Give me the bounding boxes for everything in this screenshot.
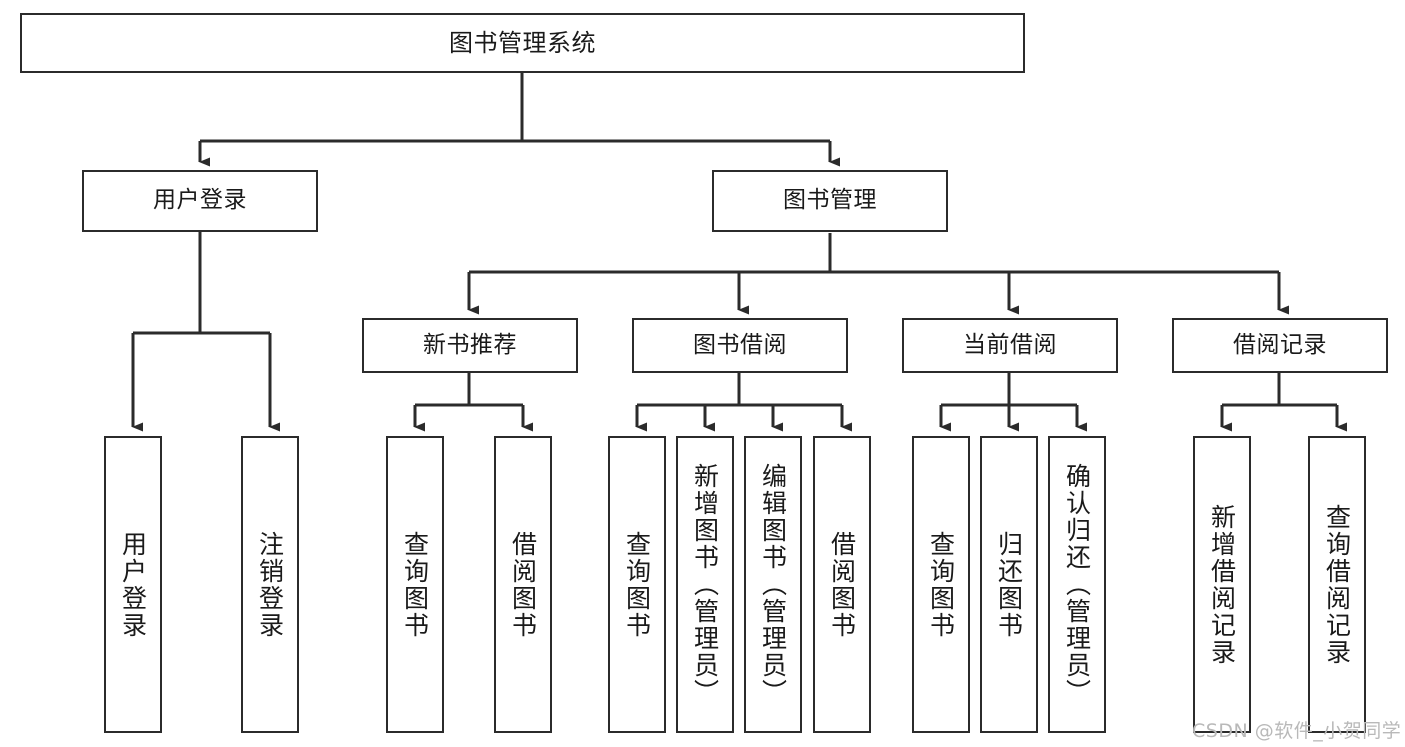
- node-leaf-current-confirm-return[interactable]: 确认归还（管理员）: [1048, 436, 1106, 733]
- node-root-system[interactable]: 图书管理系统: [20, 13, 1025, 73]
- node-borrow-record-label: 借阅记录: [1233, 331, 1327, 358]
- node-user-login[interactable]: 用户登录: [82, 170, 318, 232]
- node-leaf-recommend-borrow-book-label: 借阅图书: [508, 530, 538, 639]
- node-leaf-current-query-book[interactable]: 查询图书: [912, 436, 970, 733]
- node-leaf-current-query-book-label: 查询图书: [926, 530, 956, 639]
- node-leaf-borrow-query-book-label: 查询图书: [622, 530, 652, 639]
- node-current-borrow[interactable]: 当前借阅: [902, 318, 1118, 373]
- node-leaf-user-login[interactable]: 用户登录: [104, 436, 162, 733]
- node-new-book-recommend-label: 新书推荐: [423, 331, 517, 358]
- node-book-borrow[interactable]: 图书借阅: [632, 318, 848, 373]
- node-leaf-borrow-lend-book[interactable]: 借阅图书: [813, 436, 871, 733]
- node-leaf-current-confirm-return-label: 确认归还（管理员）: [1062, 463, 1092, 706]
- node-leaf-borrow-lend-book-label: 借阅图书: [827, 530, 857, 639]
- node-leaf-recommend-query-book-label: 查询图书: [400, 530, 430, 639]
- node-leaf-borrow-edit-book-label: 编辑图书（管理员）: [758, 463, 788, 706]
- node-leaf-borrow-add-book-label: 新增图书（管理员）: [690, 463, 720, 706]
- node-leaf-borrow-edit-book[interactable]: 编辑图书（管理员）: [744, 436, 802, 733]
- node-leaf-recommend-query-book[interactable]: 查询图书: [386, 436, 444, 733]
- node-book-manage[interactable]: 图书管理: [712, 170, 948, 232]
- node-leaf-record-add-label: 新增借阅记录: [1207, 503, 1237, 666]
- node-leaf-user-login-label: 用户登录: [118, 530, 148, 639]
- node-user-login-label: 用户登录: [153, 187, 247, 214]
- node-book-manage-label: 图书管理: [783, 187, 877, 214]
- csdn-watermark: CSDN @软件_小贺同学: [1192, 720, 1402, 742]
- node-current-borrow-label: 当前借阅: [963, 331, 1057, 358]
- node-leaf-borrow-query-book[interactable]: 查询图书: [608, 436, 666, 733]
- node-root-system-label: 图书管理系统: [449, 28, 596, 57]
- node-leaf-recommend-borrow-book[interactable]: 借阅图书: [494, 436, 552, 733]
- node-new-book-recommend[interactable]: 新书推荐: [362, 318, 578, 373]
- node-leaf-record-add[interactable]: 新增借阅记录: [1193, 436, 1251, 733]
- node-leaf-current-return-book-label: 归还图书: [994, 530, 1024, 639]
- node-leaf-current-return-book[interactable]: 归还图书: [980, 436, 1038, 733]
- node-leaf-record-search[interactable]: 查询借阅记录: [1308, 436, 1366, 733]
- node-leaf-user-logout-label: 注销登录: [255, 530, 285, 639]
- node-leaf-record-search-label: 查询借阅记录: [1322, 503, 1352, 666]
- node-leaf-borrow-add-book[interactable]: 新增图书（管理员）: [676, 436, 734, 733]
- node-leaf-user-logout[interactable]: 注销登录: [241, 436, 299, 733]
- node-borrow-record[interactable]: 借阅记录: [1172, 318, 1388, 373]
- node-book-borrow-label: 图书借阅: [693, 331, 787, 358]
